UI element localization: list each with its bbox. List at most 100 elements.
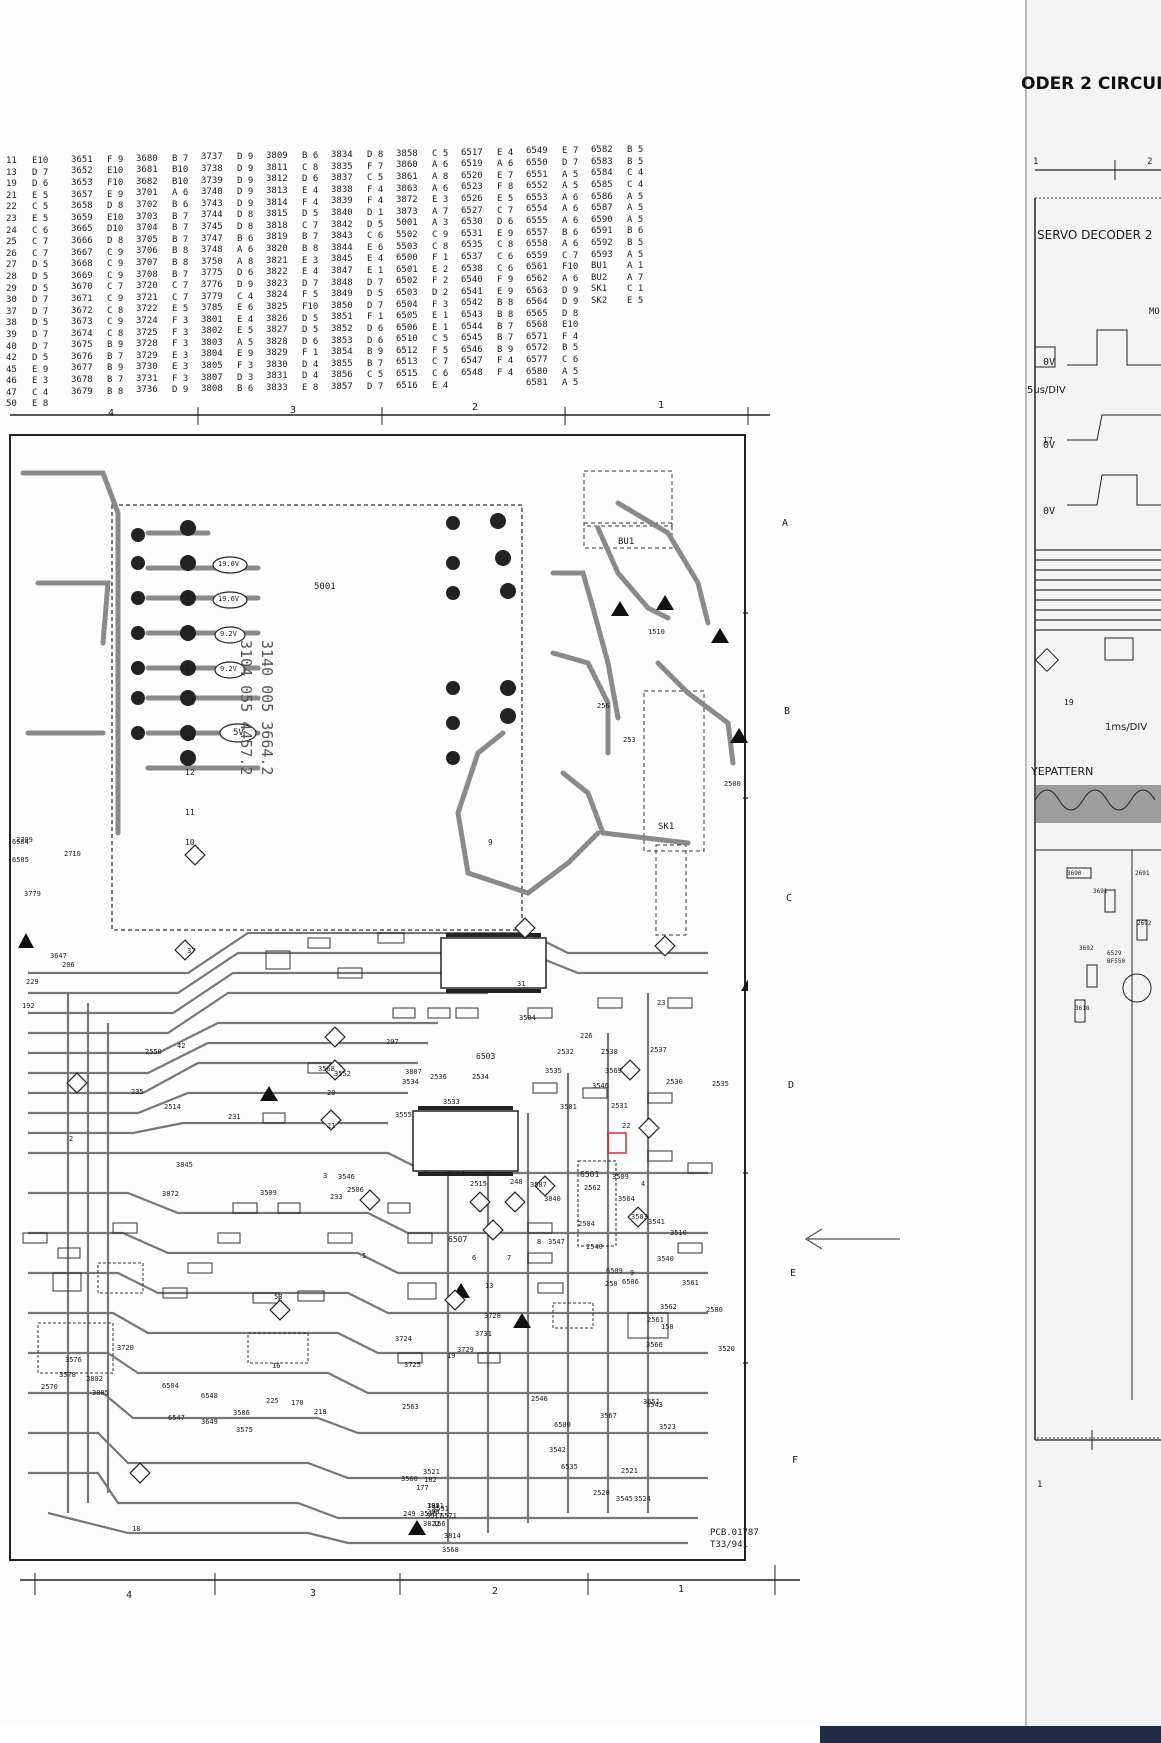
legend-ref: 26 (6, 248, 17, 259)
test-point-number: 31 (517, 980, 526, 988)
schematic-ruler-bottom-1: 1 (1037, 1480, 1043, 1490)
row-F: F (792, 1455, 799, 1466)
component-ref: 6571 (440, 1512, 457, 1520)
legend-ref: 3707 (136, 257, 158, 268)
legend-loc: E 7 (562, 146, 579, 157)
component-ref: 2520 (593, 1489, 610, 1497)
legend-loc: E 9 (32, 364, 49, 375)
legend-ref: 6554 (526, 204, 548, 215)
legend-ref: 6571 (526, 331, 548, 342)
legend-loc: E10 (107, 166, 124, 177)
legend-loc: D 9 (237, 163, 254, 174)
pin-13: 13 (185, 733, 195, 742)
legend-loc: E 6 (237, 303, 254, 314)
legend-ref: 3802 (201, 326, 223, 337)
legend-loc: F 8 (497, 182, 514, 193)
component-ref: 2514 (164, 1103, 181, 1111)
component-ref: 229 (26, 978, 39, 986)
legend-ref: 29 (6, 283, 17, 294)
legend-ref: 6586 (591, 191, 613, 202)
component-ref: 3503 (631, 1213, 648, 1221)
legend-loc: F 4 (302, 197, 319, 208)
legend-loc: D 9 (562, 285, 579, 296)
legend-loc: E 1 (367, 265, 384, 276)
ic-6503 (440, 937, 547, 989)
legend-ref: 3831 (266, 371, 288, 382)
component-ref: 3534 (402, 1078, 419, 1086)
legend-ref: 3724 (136, 315, 158, 326)
legend-ref: 3679 (71, 386, 93, 397)
component-ref: 206 (62, 961, 75, 969)
legend-loc: E10 (32, 156, 49, 166)
component-ref: 3840 (544, 1195, 561, 1203)
test-point-number: 6 (472, 1254, 477, 1262)
legend-ref: 3701 (136, 188, 158, 199)
legend-ref: 3739 (201, 175, 223, 186)
legend-ref: 6555 (526, 215, 548, 226)
bu1-outline (583, 470, 673, 527)
legend-ref: 3775 (201, 268, 223, 279)
legend-loc: D 6 (237, 268, 254, 279)
legend-loc: C 4 (627, 168, 644, 179)
test-point-number: 13 (485, 1282, 494, 1290)
legend-loc: D 9 (172, 385, 189, 396)
ic-pins (418, 933, 541, 1176)
legend-loc: D 6 (367, 335, 384, 346)
legend-loc: C 7 (302, 220, 319, 231)
legend-ref: 3804 (201, 349, 223, 360)
legend-ref: 3675 (71, 340, 93, 351)
legend-ref: 27 (6, 260, 17, 271)
legend-loc: C 1 (627, 284, 644, 295)
legend-loc: D 8 (237, 210, 254, 221)
component-ref: 2530 (666, 1078, 683, 1086)
legend-ref: 6500 (396, 253, 418, 264)
component-ref: 2570 (41, 1383, 58, 1391)
schematic-drawing (1034, 160, 1161, 1450)
legend-loc: A 7 (627, 272, 644, 283)
legend-ref: 3779 (201, 291, 223, 302)
legend-loc: D 8 (367, 150, 384, 160)
legend-loc: C 4 (627, 179, 644, 190)
legend-ref: 6538 (461, 263, 483, 274)
legend-ref: 3667 (71, 247, 93, 258)
pcb-sub-code: T33/941 (710, 1540, 748, 1550)
legend-ref: BU1 (591, 261, 608, 272)
legend-loc: D 5 (367, 289, 384, 300)
legend-loc: C 6 (497, 263, 514, 274)
legend-loc: C 9 (107, 270, 124, 281)
legend-ref: 3819 (266, 232, 288, 243)
component-boxes (22, 932, 713, 1374)
board-outline (9, 434, 746, 1561)
legend-loc: A 6 (562, 239, 579, 250)
component-ref: 3814 (444, 1532, 461, 1540)
test-point-number: 5 (362, 1252, 367, 1260)
component-ref: 3533 (443, 1098, 460, 1106)
